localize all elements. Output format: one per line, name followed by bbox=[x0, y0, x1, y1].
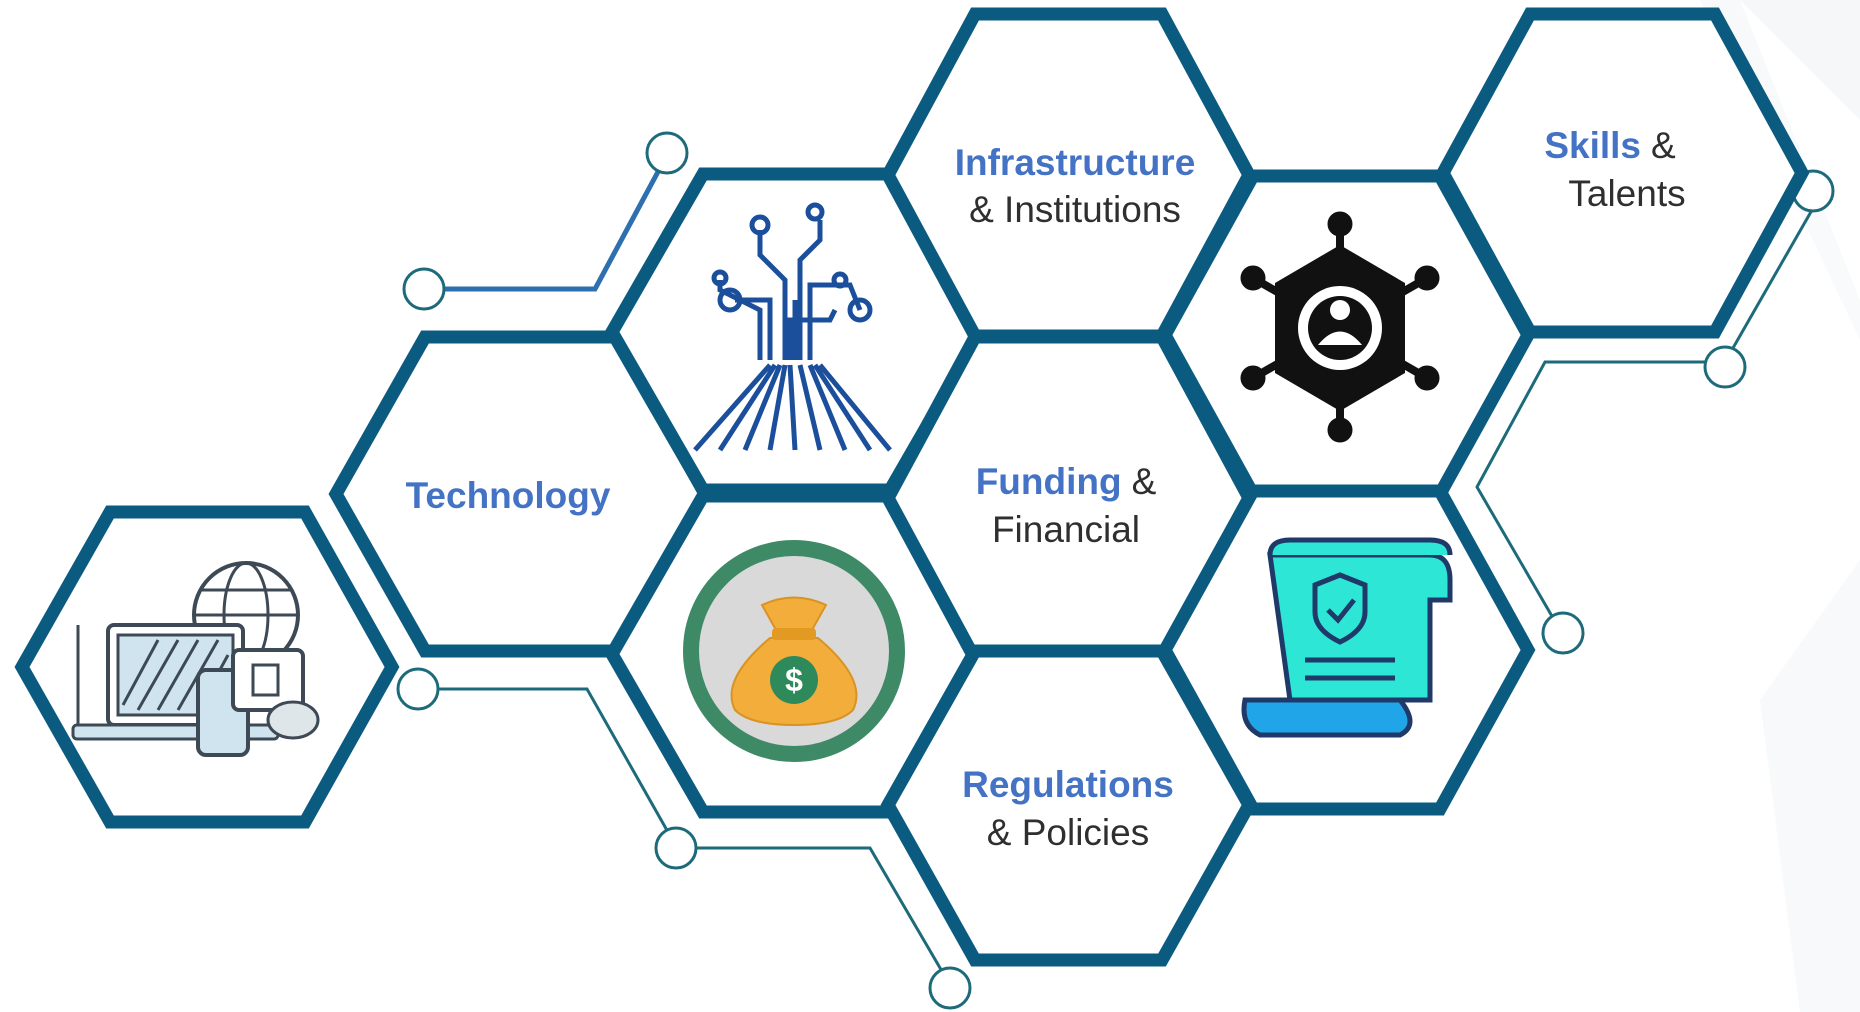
circuit-tree-icon bbox=[693, 202, 892, 452]
technology-label: Technology bbox=[406, 475, 611, 516]
svg-text:$: $ bbox=[785, 662, 803, 698]
connector-line bbox=[1475, 209, 1814, 631]
connector-node bbox=[654, 826, 698, 870]
funding-accent: Funding bbox=[976, 461, 1122, 502]
connector-node bbox=[645, 131, 689, 175]
skills-sublabel: Talents bbox=[1568, 173, 1685, 214]
hex-skills bbox=[1435, 7, 1810, 339]
connector-node bbox=[1703, 345, 1747, 389]
hex-labels: Technology Infrastructure & Institutions… bbox=[406, 125, 1686, 853]
devices-globe-icon bbox=[71, 561, 320, 757]
certificate-shield-icon bbox=[1241, 537, 1453, 738]
hexagons bbox=[14, 7, 1810, 967]
connectors bbox=[396, 131, 1835, 1010]
connector-node bbox=[396, 667, 440, 711]
regulations-sublabel: & Policies bbox=[987, 812, 1149, 853]
skills-accent: Skills bbox=[1544, 125, 1641, 166]
regulations-label: Regulations bbox=[962, 764, 1174, 805]
connector-node bbox=[402, 267, 446, 311]
money-bag-icon: $ bbox=[683, 540, 905, 762]
connector-node bbox=[1541, 611, 1585, 655]
skills-amp: & bbox=[1651, 125, 1676, 166]
infrastructure-label: Infrastructure bbox=[955, 142, 1196, 183]
funding-label: Funding& bbox=[976, 461, 1157, 502]
skills-label: Skills& bbox=[1544, 125, 1676, 166]
infrastructure-sublabel: & Institutions bbox=[969, 189, 1181, 230]
people-network-gear-icon bbox=[1240, 211, 1440, 443]
connector-node bbox=[928, 966, 972, 1010]
funding-sublabel: Financial bbox=[992, 509, 1140, 550]
connector-line bbox=[442, 153, 670, 292]
funding-amp: & bbox=[1132, 461, 1157, 502]
